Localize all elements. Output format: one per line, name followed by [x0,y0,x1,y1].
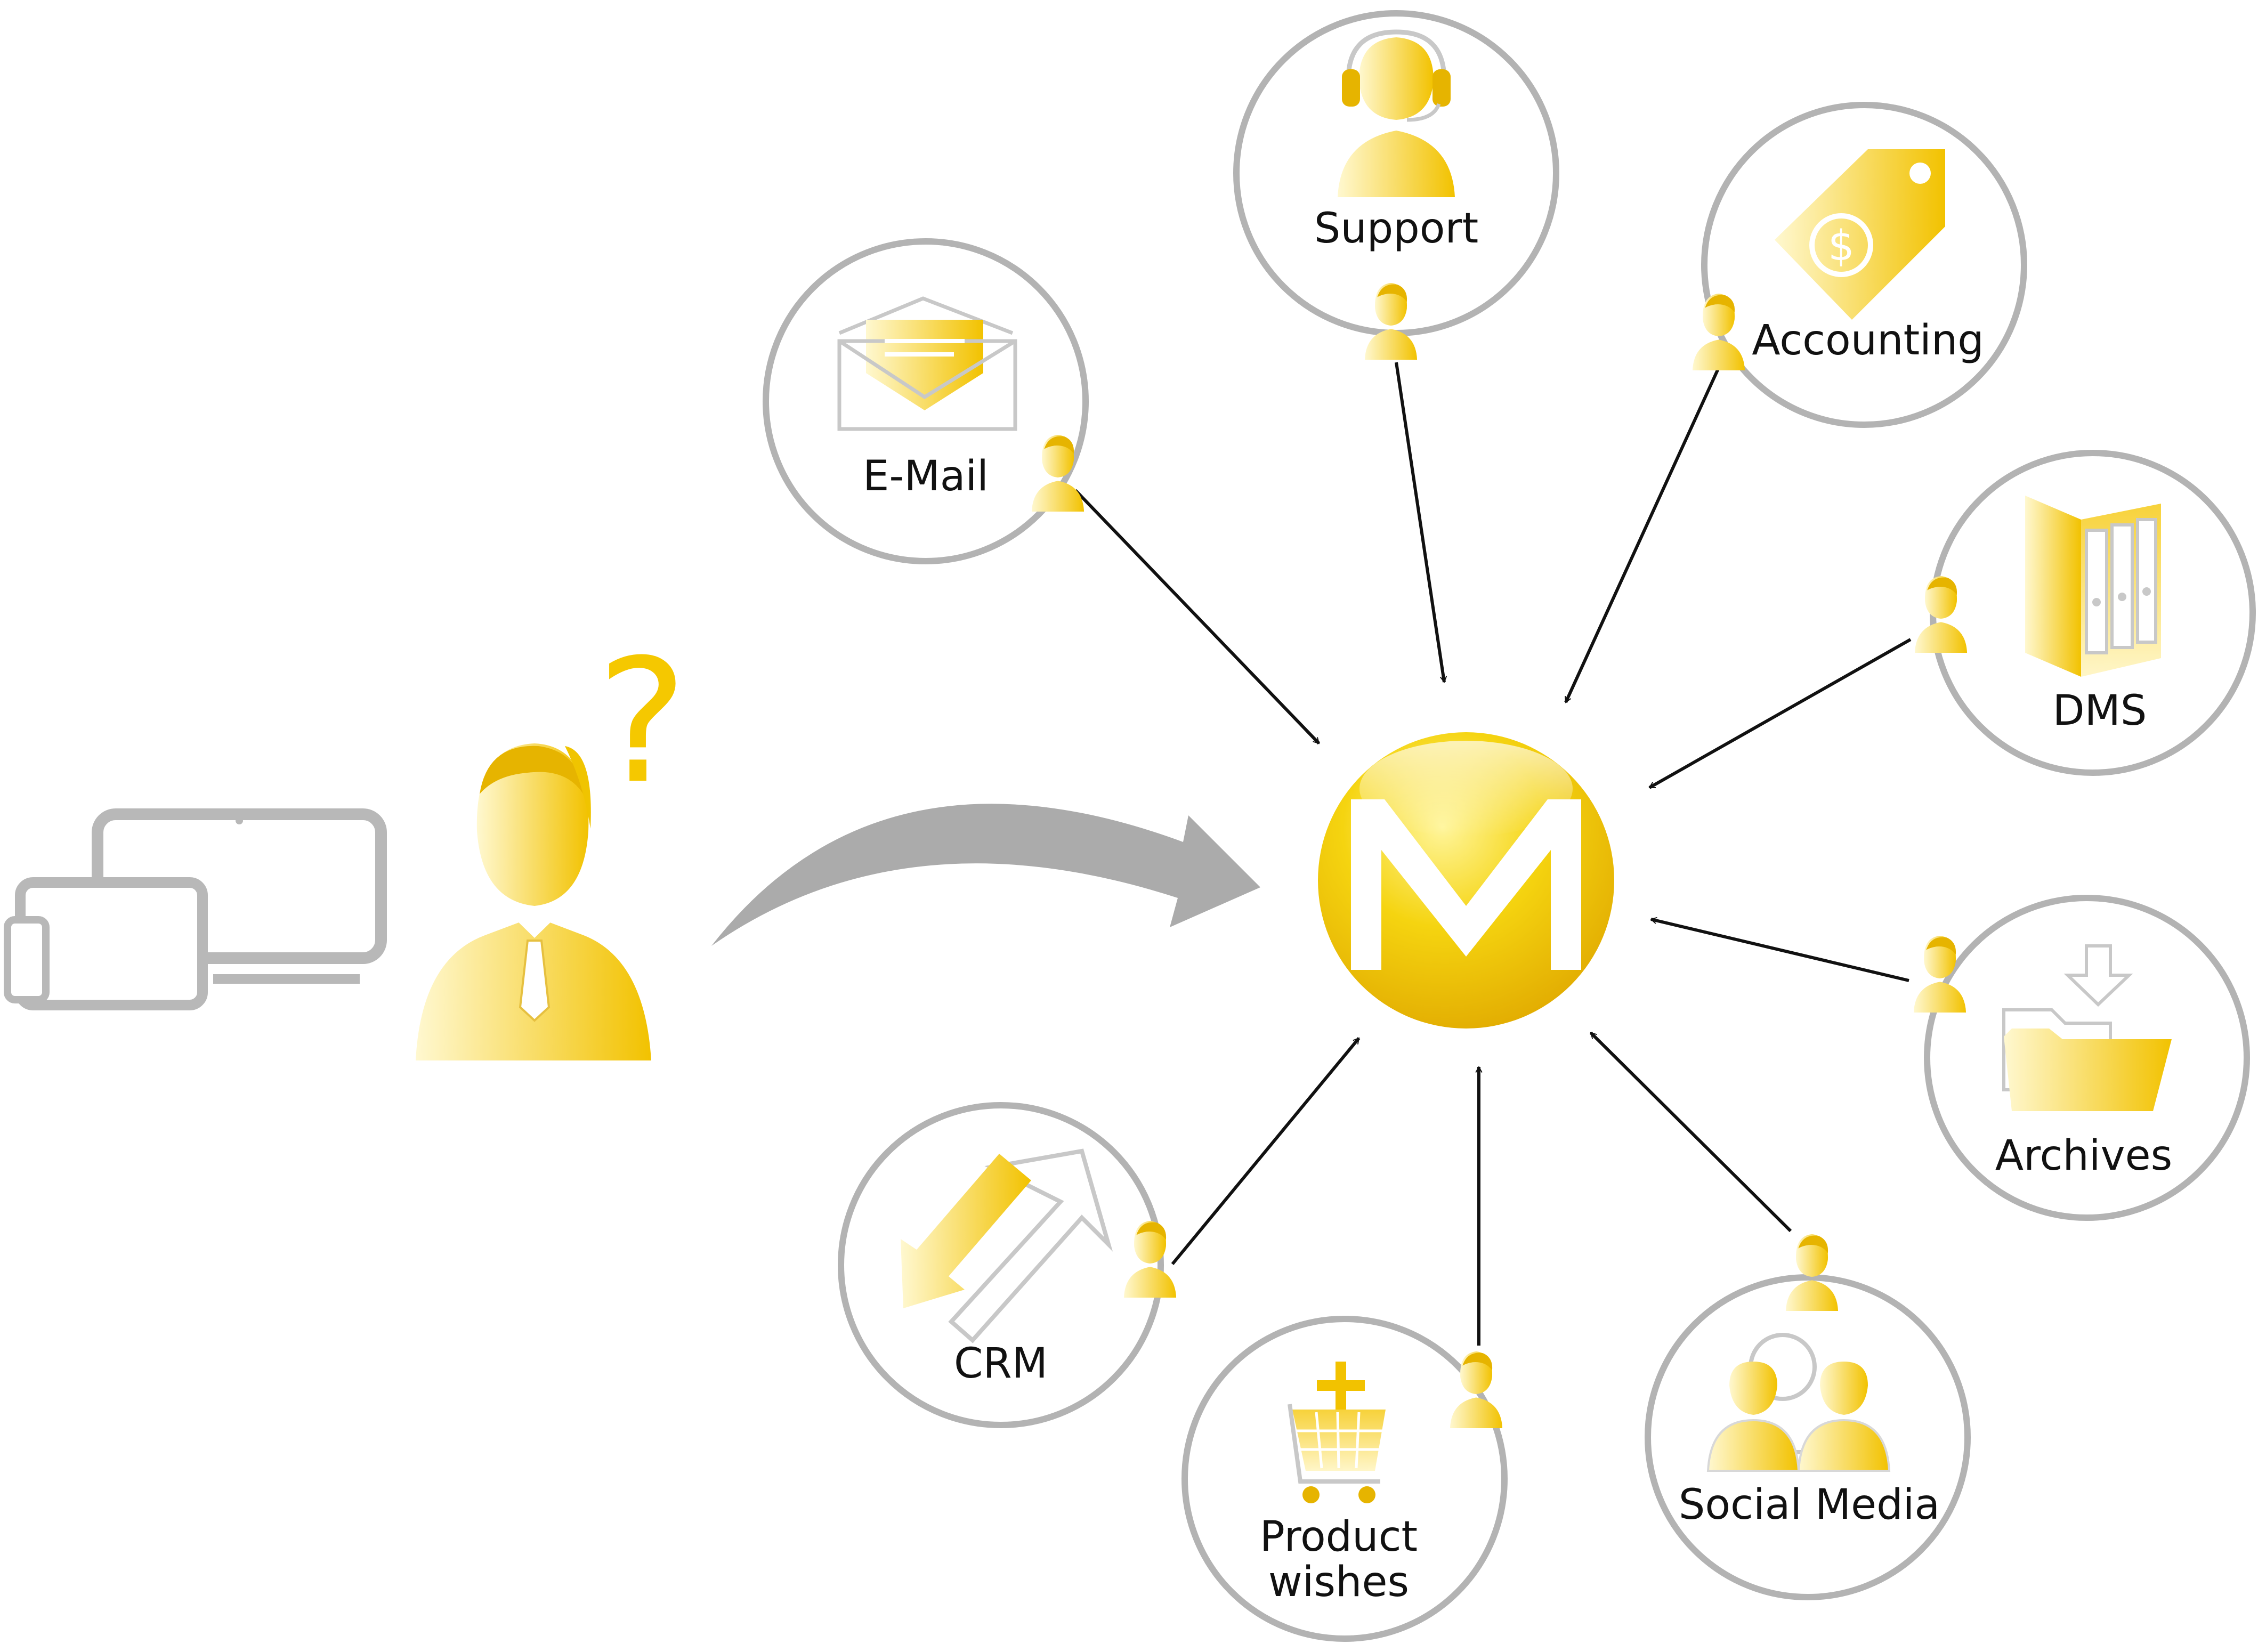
node-label-accounting: Accounting [1752,317,1984,365]
node-support[interactable]: Support [1233,10,1559,360]
node-label-product-line2: wishes [1268,1558,1409,1606]
node-crm[interactable]: CRM [838,1102,1177,1428]
node-archives[interactable]: Archives [1913,895,2250,1221]
svg-text:$: $ [1828,222,1855,270]
node-label-crm: CRM [954,1340,1048,1388]
connector-lines [1074,362,1912,1346]
people-network-icon [1706,1333,1891,1472]
node-dms[interactable]: DMS [1914,450,2256,776]
node-label-archives: Archives [1995,1132,2173,1180]
node-label-social: Social Media [1679,1481,1940,1529]
archive-folder-icon [2002,944,2172,1111]
connector-social [1589,1031,1792,1233]
devices-icon [4,808,387,1010]
connector-accounting [1564,367,1720,703]
node-product[interactable]: Product wishes [1181,1316,1508,1642]
binder-folder-icon [2025,496,2161,677]
m-logo-icon: M [1318,732,1614,1029]
user-badge-icon [1785,1234,1839,1311]
node-accounting[interactable]: $ Accounting [1692,102,2027,428]
node-label-support: Support [1314,205,1478,253]
node-label-email: E-Mail [863,452,989,500]
confused-user-icon: ? [416,623,687,1060]
connector-dms [1648,638,1912,789]
node-social[interactable]: Social Media [1645,1234,1971,1600]
connector-archives [1650,917,1909,982]
connector-email [1074,489,1321,745]
node-label-dms: DMS [2053,687,2147,735]
connector-support [1395,362,1447,683]
price-tag-icon: $ [1775,149,1945,320]
question-mark: ? [597,623,687,821]
shopping-cart-icon [1288,1362,1386,1503]
node-email[interactable]: E-Mail [763,238,1089,564]
node-label-product-line1: Product [1260,1513,1418,1561]
headset-agent-icon [1338,29,1455,197]
envelope-icon [837,296,1017,431]
curved-flow-arrow [711,804,1260,946]
connector-crm [1171,1037,1361,1265]
crm-arrows-icon [901,1148,1113,1343]
